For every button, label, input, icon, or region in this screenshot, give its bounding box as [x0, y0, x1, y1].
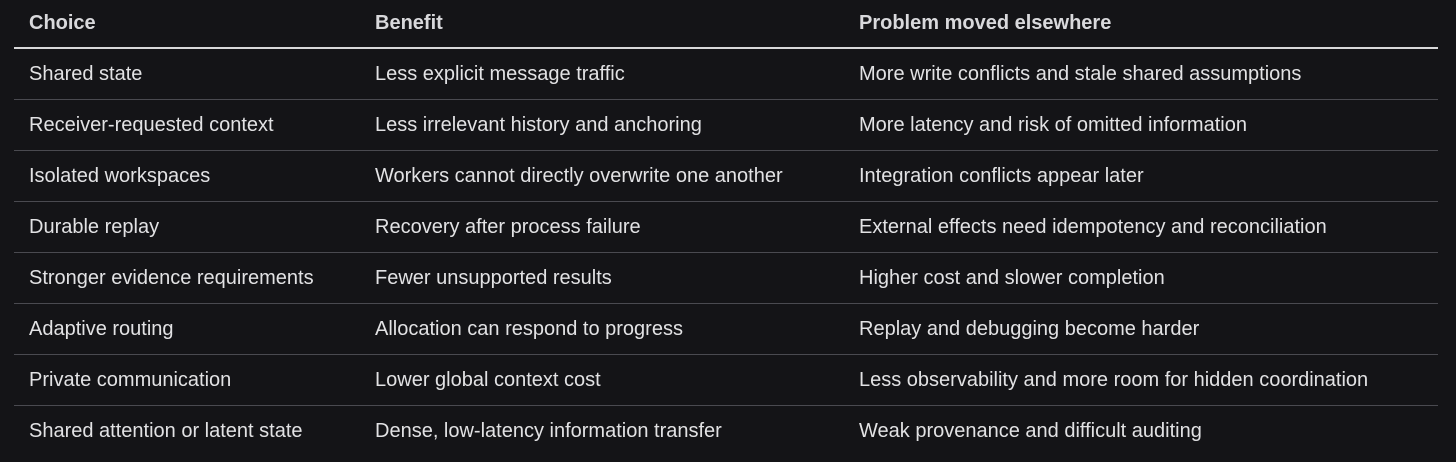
table-row: Receiver-requested context Less irreleva…	[14, 99, 1438, 151]
cell-problem: External effects need idempotency and re…	[844, 201, 1438, 253]
header-problem-moved-elsewhere: Problem moved elsewhere	[844, 0, 1438, 49]
table-header-row: Choice Benefit Problem moved elsewhere	[14, 0, 1438, 49]
cell-benefit: Less explicit message traffic	[360, 48, 844, 100]
cell-choice: Private communication	[14, 354, 360, 406]
table-row: Stronger evidence requirements Fewer uns…	[14, 252, 1438, 304]
cell-benefit: Fewer unsupported results	[360, 252, 844, 304]
cell-benefit: Lower global context cost	[360, 354, 844, 406]
cell-choice: Shared state	[14, 48, 360, 100]
cell-problem: Less observability and more room for hid…	[844, 354, 1438, 406]
comparison-table: Choice Benefit Problem moved elsewhere S…	[14, 0, 1438, 456]
cell-benefit: Dense, low-latency information transfer	[375, 419, 722, 442]
table-row: Durable replay Recovery after process fa…	[14, 201, 1438, 253]
cell-choice: Shared attention or latent state	[29, 419, 303, 442]
table-row: Private communication Lower global conte…	[14, 354, 1438, 406]
cell-problem: Weak provenance and difficult auditing	[859, 419, 1202, 442]
cell-problem: Integration conflicts appear later	[844, 150, 1438, 202]
table-row: Shared state Less explicit message traff…	[14, 48, 1438, 100]
cell-benefit: Less irrelevant history and anchoring	[360, 99, 844, 151]
cell-benefit: Allocation can respond to progress	[360, 303, 844, 355]
table-row: Adaptive routing Allocation can respond …	[14, 303, 1438, 355]
cell-choice: Adaptive routing	[14, 303, 360, 355]
cell-choice: Durable replay	[14, 201, 360, 253]
table-row: Shared attention or latent state Dense, …	[14, 406, 1438, 457]
cell-problem: More latency and risk of omitted informa…	[844, 99, 1438, 151]
cell-benefit: Recovery after process failure	[360, 201, 844, 253]
cell-choice: Stronger evidence requirements	[14, 252, 360, 304]
table-row: Isolated workspaces Workers cannot direc…	[14, 150, 1438, 202]
comparison-table-container: Choice Benefit Problem moved elsewhere S…	[14, 0, 1438, 456]
cell-problem: Higher cost and slower completion	[844, 252, 1438, 304]
header-benefit: Benefit	[360, 0, 844, 49]
cell-choice: Receiver-requested context	[14, 99, 360, 151]
cell-choice: Isolated workspaces	[14, 150, 360, 202]
cell-benefit: Workers cannot directly overwrite one an…	[360, 150, 844, 202]
cell-problem: More write conflicts and stale shared as…	[844, 48, 1438, 100]
cell-problem: Replay and debugging become harder	[844, 303, 1438, 355]
header-choice: Choice	[14, 0, 360, 49]
